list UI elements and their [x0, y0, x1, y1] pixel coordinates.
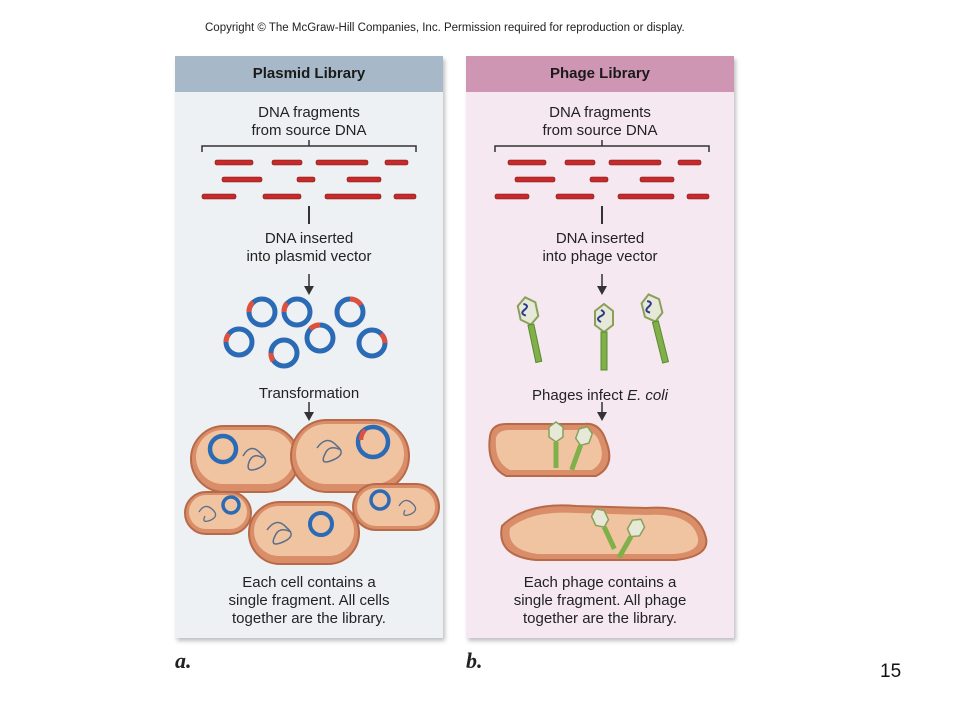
step-insert-line1: DNA inserted: [555, 230, 645, 247]
caption-line3: together are the library.: [232, 610, 386, 627]
panel-title: Plasmid Library: [175, 56, 443, 92]
phage-library-diagram: [488, 140, 710, 561]
page-number: 15: [880, 661, 902, 682]
step-insert-line2: into plasmid vector: [246, 248, 372, 265]
transformed-cells: [184, 419, 440, 565]
step-transformation: Transformation: [258, 385, 360, 402]
copyright-notice: Copyright © The McGraw-Hill Companies, I…: [205, 22, 685, 34]
step-fragments-line2: from source DNA: [251, 122, 367, 139]
plasmid-vectors: [223, 296, 388, 369]
step-infect-organism: E. coli: [627, 387, 668, 404]
part-label-b: b.: [466, 648, 483, 673]
plasmid-library-diagram: [184, 140, 440, 565]
caption-line2: single fragment. All cells: [228, 592, 390, 609]
step-insert-line1: DNA inserted: [264, 230, 354, 247]
phage-library-panel: Phage Library: [466, 56, 734, 638]
phage-vectors: [516, 293, 670, 371]
step-fragments-line2: from source DNA: [542, 122, 658, 139]
step-fragments-line1: DNA fragments: [549, 104, 651, 121]
dna-fragments: [494, 159, 710, 200]
step-insert-line2: into phage vector: [542, 248, 658, 265]
caption-line1: Each cell contains a: [242, 574, 376, 591]
part-label-a: a.: [175, 648, 192, 673]
caption-line3: together are the library.: [523, 610, 677, 627]
step-infect: Phages infect E. coli: [466, 387, 734, 405]
step-infect-text: Phages infect: [532, 387, 628, 404]
caption-line1: Each phage contains a: [523, 574, 677, 591]
plasmid-library-panel: Plasmid Library: [175, 56, 443, 638]
panel-title: Phage Library: [466, 56, 734, 92]
dna-fragments: [201, 159, 417, 200]
caption-line2: single fragment. All phage: [513, 592, 687, 609]
step-fragments-line1: DNA fragments: [258, 104, 360, 121]
infected-cells: [488, 421, 708, 561]
